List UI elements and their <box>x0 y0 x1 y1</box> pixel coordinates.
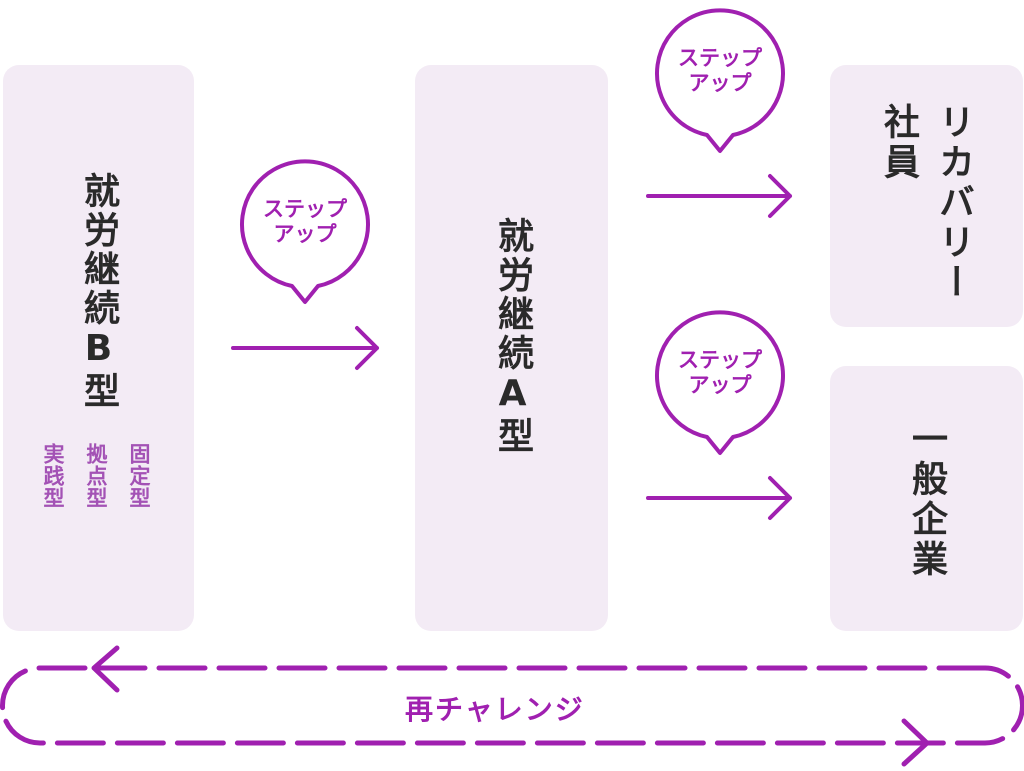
recovery-title-col2: 社員 <box>878 103 919 183</box>
bubble-line-1: ステップ <box>678 46 762 70</box>
bubble-line-2: アップ <box>688 71 752 95</box>
type-b-subtype-fixed: 固定型 <box>127 443 151 509</box>
stage-box-type-b <box>3 65 194 631</box>
bubble-a-to-recovery-text: ステップ アップ <box>655 46 785 96</box>
type-b-subtype-practice: 実践型 <box>41 443 65 509</box>
bubble-a-to-general-text: ステップ アップ <box>655 348 785 398</box>
stage-box-general <box>830 366 1023 631</box>
speech-bubble-a-to-recovery <box>655 8 785 153</box>
bubble-line-2: アップ <box>273 222 337 246</box>
rechallenge-loop <box>0 665 1024 746</box>
stage-box-recovery <box>830 65 1023 327</box>
bubble-line-1: ステップ <box>263 197 347 221</box>
arrow-b-to-a <box>231 326 379 370</box>
stage-box-type-a <box>415 65 608 631</box>
bubble-line-2: アップ <box>688 373 752 397</box>
speech-bubble-a-to-general <box>655 310 785 455</box>
bubble-line-1: ステップ <box>678 348 762 372</box>
general-company-title: 一般企業 <box>906 420 947 580</box>
bubble-b-to-a-text: ステップ アップ <box>240 197 370 247</box>
loop-arrowhead-right <box>901 718 930 767</box>
arrow-a-to-general <box>646 476 792 520</box>
recovery-title-col1: リカバリー <box>933 103 974 303</box>
type-b-subtype-base: 拠点型 <box>84 443 108 509</box>
type-b-title: 就労継続B型 <box>78 172 119 411</box>
speech-bubble-b-to-a <box>240 159 370 304</box>
arrow-a-to-recovery <box>646 174 792 218</box>
rechallenge-label: 再チャレンジ <box>405 693 585 726</box>
type-a-title: 就労継続A型 <box>492 217 533 456</box>
loop-arrowhead-left <box>91 645 120 693</box>
